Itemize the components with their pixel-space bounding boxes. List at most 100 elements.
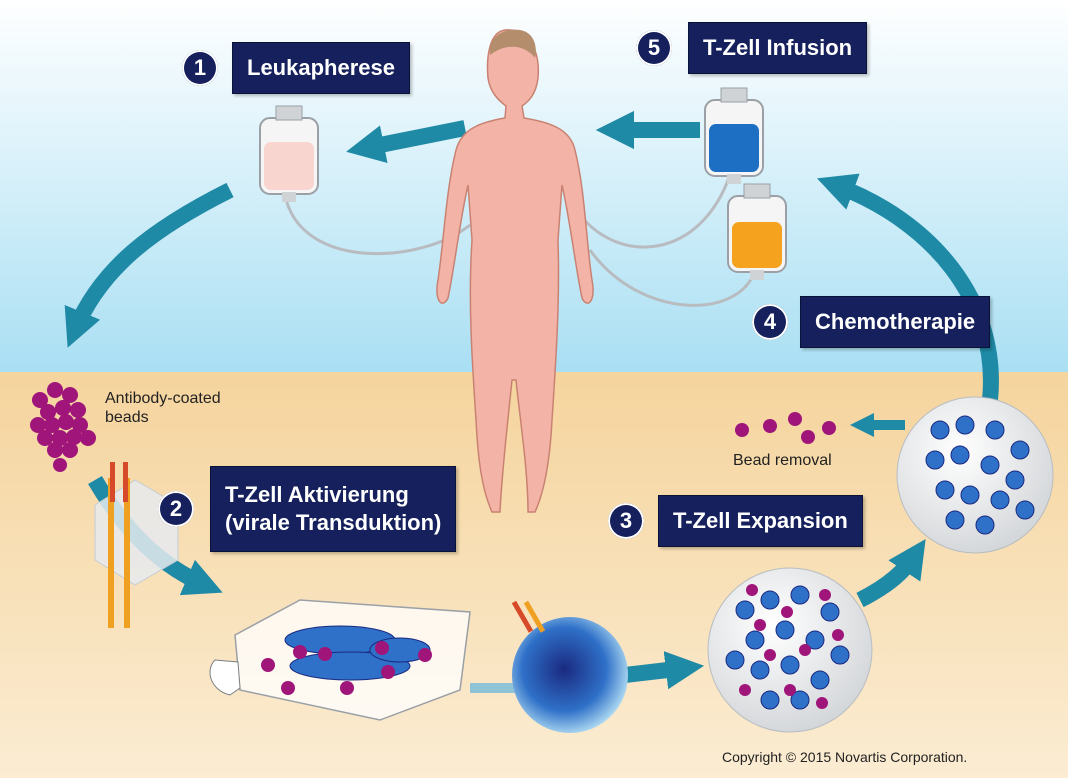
expansion-t-cell xyxy=(780,655,800,675)
step-5-number: 5 xyxy=(636,30,672,66)
expansion-bead xyxy=(799,644,811,656)
beads-annotation-line1: Antibody-coated xyxy=(105,390,221,407)
t-cell-receptor xyxy=(108,462,130,628)
arrow-bag-to-beads xyxy=(64,182,234,348)
culture-t-cell xyxy=(955,415,975,435)
step-1-label-text: Leukapherese xyxy=(247,55,395,80)
cluster-bead xyxy=(30,417,46,433)
expansion-t-cell xyxy=(725,650,745,670)
cluster-bead xyxy=(58,414,74,430)
step-1: 1 Leukapherese xyxy=(182,42,410,94)
culture-t-cell xyxy=(1005,470,1025,490)
expansion-t-cell xyxy=(805,630,825,650)
cluster-bead xyxy=(72,417,88,433)
culture-t-cell xyxy=(1015,500,1035,520)
step-1-number: 1 xyxy=(182,50,218,86)
step-2-label-line2: (virale Transduktion) xyxy=(225,510,442,535)
culture-t-cell xyxy=(960,485,980,505)
patient-figure xyxy=(436,29,594,513)
expansion-bead xyxy=(784,684,796,696)
expansion-t-cell xyxy=(790,585,810,605)
cluster-bead xyxy=(62,442,78,458)
expansion-bead xyxy=(764,649,776,661)
dish-bead xyxy=(340,681,354,695)
step-5-label: T-Zell Infusion xyxy=(688,22,868,74)
step-3-label-text: T-Zell Expansion xyxy=(673,508,848,533)
cluster-bead xyxy=(40,404,56,420)
chemotherapy-bag xyxy=(727,183,787,280)
expansion-t-cell xyxy=(775,620,795,640)
beads-annotation-line2: beads xyxy=(105,409,149,426)
culture-t-cell xyxy=(985,420,1005,440)
single-bead xyxy=(53,458,67,472)
step-2-label-line1: T-Zell Aktivierung xyxy=(225,482,409,507)
culture-t-cell xyxy=(930,420,950,440)
step-3-number: 3 xyxy=(608,503,644,539)
step-2-number: 2 xyxy=(158,491,194,527)
antibody-coated-beads xyxy=(30,382,96,458)
culture-t-cell xyxy=(935,480,955,500)
expansion-t-cell xyxy=(820,602,840,622)
dish-beads xyxy=(261,641,432,695)
step-4-label-text: Chemotherapie xyxy=(815,309,976,334)
beads-annotation: Antibody-coated beads xyxy=(105,389,221,427)
cluster-bead xyxy=(32,392,48,408)
step-3-label: T-Zell Expansion xyxy=(658,495,863,547)
leukapheresis-bag xyxy=(259,105,319,202)
expansion-bead xyxy=(754,619,766,631)
dish-bead xyxy=(375,641,389,655)
expansion-bead xyxy=(781,606,793,618)
dish-bead xyxy=(418,648,432,662)
cluster-bead xyxy=(80,430,96,446)
expansion-bead xyxy=(746,584,758,596)
dish-bead xyxy=(293,645,307,659)
culture-t-cell xyxy=(990,490,1010,510)
infusion-bag xyxy=(704,87,764,184)
cluster-bead xyxy=(70,402,86,418)
activation-hexagon xyxy=(94,479,179,586)
expansion-t-cell xyxy=(790,690,810,710)
expansion-t-cell xyxy=(750,660,770,680)
expanded-cells xyxy=(925,415,1035,535)
step-2-label: T-Zell Aktivierung (virale Transduktion) xyxy=(210,466,457,552)
step-4-label: Chemotherapie xyxy=(800,296,991,348)
step-5-label-text: T-Zell Infusion xyxy=(703,35,853,60)
expanded-culture-sphere xyxy=(896,396,1054,554)
culture-t-cell xyxy=(1010,440,1030,460)
expansion-bead xyxy=(739,684,751,696)
expansion-bead xyxy=(819,589,831,601)
culture-t-cell xyxy=(925,450,945,470)
culture-t-cell xyxy=(950,445,970,465)
step-2: 2 T-Zell Aktivierung (virale Transduktio… xyxy=(158,466,457,552)
cluster-bead xyxy=(55,400,71,416)
culture-t-cell xyxy=(980,455,1000,475)
expansion-t-cell xyxy=(760,590,780,610)
removed-beads xyxy=(735,412,836,444)
cluster-bead xyxy=(47,382,63,398)
arrow-body-to-bag xyxy=(346,120,467,164)
step-4-number: 4 xyxy=(752,304,788,340)
cluster-bead xyxy=(44,417,60,433)
dish-bead xyxy=(261,658,275,672)
cluster-bead xyxy=(62,387,78,403)
expansion-t-cell xyxy=(735,600,755,620)
culture-t-cell xyxy=(975,515,995,535)
expansion-cells xyxy=(725,584,850,710)
arrow-expansion-to-culture xyxy=(856,539,926,608)
expansion-t-cell xyxy=(760,690,780,710)
arrow-cell-to-expansion xyxy=(624,651,705,690)
copyright-notice: Copyright © 2015 Novartis Corporation. xyxy=(722,749,968,765)
tube-chemo xyxy=(588,249,757,307)
cluster-bead xyxy=(47,442,63,458)
dish-bead xyxy=(281,681,295,695)
expansion-bead xyxy=(832,629,844,641)
expansion-t-cell xyxy=(830,645,850,665)
cluster-bead xyxy=(52,430,68,446)
dish-bead xyxy=(381,665,395,679)
cluster-bead xyxy=(37,430,53,446)
bead-removal-annotation: Bead removal xyxy=(733,452,832,469)
culture-t-cell xyxy=(945,510,965,530)
tube-infusion xyxy=(578,174,732,249)
